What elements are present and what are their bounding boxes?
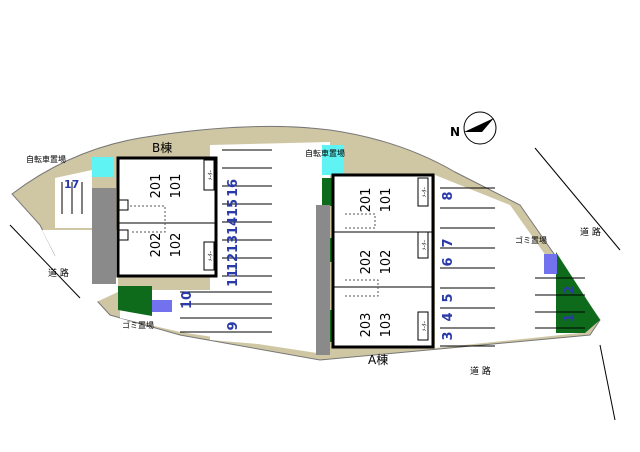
parking-number: 7 (441, 238, 456, 247)
parking-number: 15 (226, 199, 241, 217)
parking-number: 2 (563, 285, 578, 294)
road-label-east: 道 路 (580, 226, 601, 238)
parking-number: 11 (226, 269, 241, 287)
road-label-west: 道 路 (48, 267, 69, 279)
driveway-lower (120, 290, 330, 355)
parking-west-17 (55, 170, 92, 228)
parking-number: 4 (441, 312, 456, 321)
hall-a1 (345, 213, 376, 229)
meter-box-a3 (417, 311, 429, 341)
building-b (116, 156, 218, 278)
garbage-box-b (152, 300, 172, 312)
parking-number: 1 (563, 313, 578, 322)
unit-label: 101 (379, 188, 394, 213)
meter-box-b2 (203, 241, 215, 271)
meter-box-a1 (417, 177, 429, 207)
bicycle-parking-b (92, 157, 114, 177)
stair-b (118, 199, 129, 241)
green-area-b (118, 286, 152, 316)
parking-number: 9 (226, 321, 241, 330)
meter-label: ﾒｰﾀｰ (422, 187, 428, 198)
building-a-name: A棟 (368, 352, 388, 367)
unit-label: 103 (379, 313, 394, 338)
meter-label: ﾒｰﾀｰ (208, 251, 214, 262)
meter-box-a2 (417, 231, 429, 259)
hall-a2 (345, 279, 379, 297)
meter-box-b1 (203, 159, 215, 191)
unit-label: 201 (149, 174, 164, 199)
gray-strip-a (316, 205, 330, 355)
parking-number: 8 (441, 191, 456, 200)
garbage-label-a: ゴミ置場 (515, 235, 547, 245)
bicycle-parking-label-a: 自転車置場 (305, 148, 345, 158)
parking-number: 14 (226, 217, 241, 235)
building-b-name: B棟 (152, 140, 172, 155)
parking-number: 5 (441, 293, 456, 302)
meter-label: ﾒｰﾀｰ (422, 321, 428, 332)
unit-label: 101 (169, 174, 184, 199)
unit-label: 201 (359, 188, 374, 213)
garbage-box-a (544, 254, 557, 274)
parking-number: 6 (441, 257, 456, 266)
bicycle-parking-a (322, 145, 344, 175)
compass: N (450, 111, 497, 145)
building-a (331, 173, 435, 349)
unit-label: 202 (359, 250, 374, 275)
meter-label: ﾒｰﾀｰ (208, 170, 214, 181)
garbage-label-b: ゴミ置場 (122, 320, 154, 330)
parking-number: 17 (64, 178, 79, 191)
parking-number: 10 (180, 291, 195, 309)
green-area-east (556, 252, 600, 333)
parking-stalls (61, 149, 585, 347)
compass-north-label: N (450, 125, 460, 139)
parking-number: 12 (226, 253, 241, 271)
parking-number: 16 (226, 179, 241, 197)
driveway-east (435, 175, 590, 348)
unit-label: 203 (359, 313, 374, 338)
meter-label: ﾒｰﾀｰ (422, 240, 428, 251)
bicycle-parking-label-b: 自転車置場 (26, 154, 66, 164)
unit-label: 202 (149, 233, 164, 258)
compass-arrow-icon (464, 118, 494, 132)
gray-strip-b (92, 188, 116, 284)
road-label-south: 道 路 (470, 365, 491, 377)
road-edge-west (9, 224, 81, 299)
parking-number: 13 (226, 235, 241, 253)
unit-label: 102 (169, 233, 184, 258)
road-edge-east-2 (599, 344, 616, 421)
road-edge-east-1 (534, 147, 621, 251)
unit-label: 102 (379, 250, 394, 275)
parking-number: 3 (441, 331, 456, 340)
hall-b (130, 205, 166, 233)
